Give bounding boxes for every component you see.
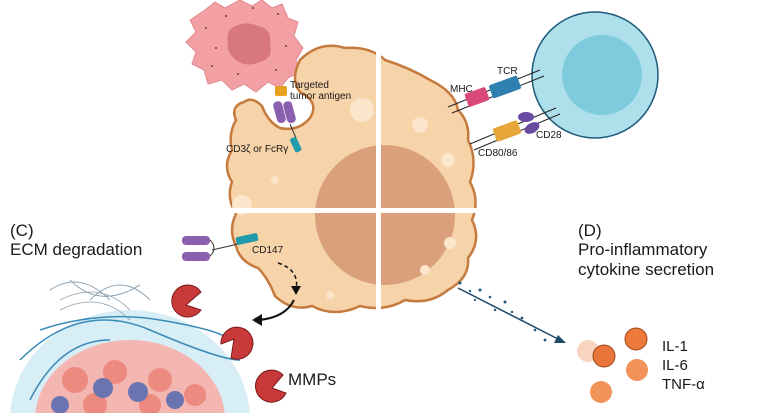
t-cell [531,11,659,139]
mmp-label: MMPs [288,370,337,389]
secretion-dots [458,281,547,342]
mhc-molecule [464,87,490,107]
car-receptor [273,86,302,153]
mmp-3 [255,369,287,403]
cd80-molecule [492,120,522,142]
antigen-label-line2: tumor antigen [290,91,352,102]
macrophage-nucleus [315,145,455,285]
tumor-cell [185,0,304,93]
mhc-label: MHC [450,84,473,95]
panel-c-title: ECM degradation [10,240,143,259]
mmp-release-arrow [257,299,295,321]
panel-d-letter: (D) [578,221,602,240]
tcr-label: TCR [497,66,518,77]
tumor-antigen [275,86,287,96]
cytokines [577,327,648,403]
cd3z-domain [290,137,302,153]
cytokine-il6: IL-6 [662,357,688,374]
t-cell-nucleus [562,35,642,115]
tumor-nucleus [227,23,271,65]
cd80-label: CD80/86 [478,148,518,159]
panel-c-letter: (C) [10,221,34,240]
cd147-receptor [182,233,259,261]
divider-horizontal [190,208,490,213]
cd3z-label: CD3ζ or FcRγ [226,144,289,155]
secretion-arrow [457,287,561,341]
panel-d-title-line2: cytokine secretion [578,260,715,279]
cd28-label: CD28 [536,130,562,141]
tumor-mass [10,279,250,413]
antigen-label-line1: Targeted [290,80,329,91]
cytokine-tnfa: TNF-α [662,376,705,393]
cd147-molecule [235,233,259,245]
ecm-fibers [49,279,151,311]
cd80-cd28-complex [469,107,561,151]
mmp-2 [220,326,254,360]
cytokine-il1: IL-1 [662,338,688,355]
divider-vertical [376,40,381,315]
cd147-label: CD147 [252,245,284,256]
mmp-enzymes [171,284,287,403]
dashed-arrow [277,262,298,291]
mmp-1 [171,284,202,318]
tcr-molecule [489,75,521,99]
macrophage [225,44,478,314]
panel-d-title-line1: Pro-inflammatory [578,240,708,259]
mhc-tcr-complex [447,69,545,114]
